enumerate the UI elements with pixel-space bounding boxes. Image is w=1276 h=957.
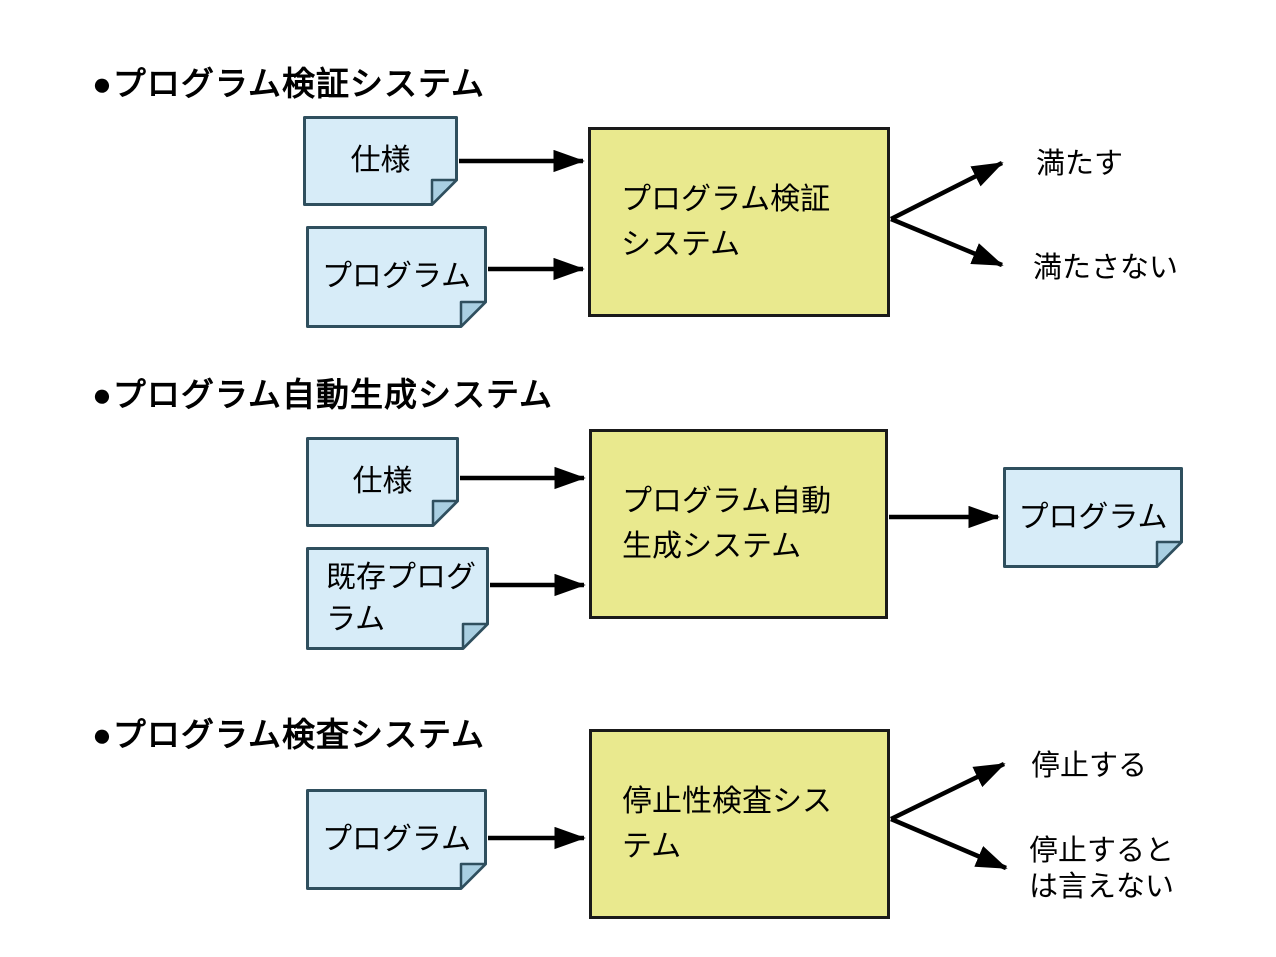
note-program-3: プログラム (306, 789, 487, 890)
output-label-satisfy: 満たす (1036, 148, 1124, 180)
arrow-verifier-to-notsatisfy (890, 216, 1004, 268)
note-shape (306, 547, 489, 650)
arrow-checker-to-unknown (890, 816, 1008, 871)
note-shape (306, 789, 487, 890)
note-program-output-label: プログラム (1018, 500, 1168, 534)
process-box-generator: プログラム自動 生成システム (589, 429, 888, 619)
note-program-1-label: プログラム (321, 260, 472, 293)
note-spec-1: 仕様 (303, 116, 458, 206)
note-program-1: プログラム (306, 226, 487, 328)
arrow-checker-to-halts (890, 761, 1006, 822)
process-box-halt-checker: 停止性検査シス テム (589, 729, 890, 919)
process-generator-label: プログラム自動 生成システム (622, 485, 832, 563)
note-shape (303, 116, 458, 206)
note-existing-program-label: 既存プログ ラム (326, 560, 476, 636)
note-existing-program: 既存プログ ラム (306, 547, 489, 650)
note-shape (1003, 467, 1183, 568)
section-heading-inspection: ●プログラム検査システム (92, 716, 485, 753)
note-program-output: プログラム (1003, 467, 1183, 568)
note-spec-2: 仕様 (306, 437, 459, 527)
section-heading-verification: ●プログラム検証システム (92, 65, 485, 102)
note-spec-2-label: 仕様 (352, 465, 413, 498)
process-box-verifier: プログラム検証 システム (588, 127, 890, 317)
note-program-3-label: プログラム (321, 822, 472, 856)
note-spec-1-label: 仕様 (350, 144, 411, 177)
process-halt-checker-label: 停止性検査シス テム (622, 785, 832, 863)
output-label-not-satisfy: 満たさない (1033, 252, 1179, 284)
note-shape (306, 437, 459, 527)
output-label-halts: 停止する (1031, 750, 1148, 782)
note-shape (306, 226, 487, 328)
arrow-verifier-to-satisfy (889, 160, 1004, 222)
section-heading-generation: ●プログラム自動生成システム (92, 376, 553, 413)
output-label-cannot-say-halts: 停止すると は言えない (1029, 835, 1175, 903)
process-verifier-label: プログラム検証 システム (621, 183, 831, 261)
